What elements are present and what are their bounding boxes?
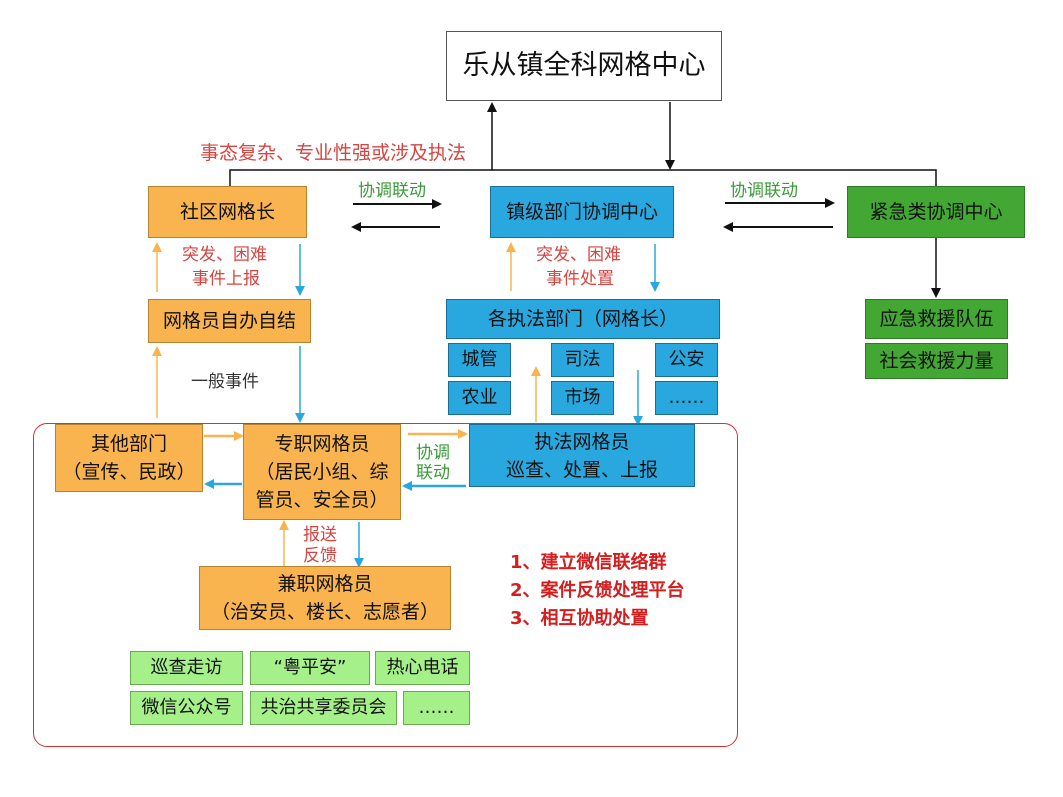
channel-cell: 微信公众号 xyxy=(130,691,243,725)
law-depts-label: 各执法部门（网格长） xyxy=(487,308,678,330)
label-coordinate-mid-1: 协调 xyxy=(416,443,450,463)
community-grid-leader-label: 社区网格长 xyxy=(179,201,275,223)
dept-cell: 农业 xyxy=(448,381,511,415)
social-rescue-label: 社会救援力量 xyxy=(879,350,994,372)
channel-label: 共治共享委员会 xyxy=(260,697,387,718)
label-coordinate-mid-2: 联动 xyxy=(416,463,450,483)
dept-cell-label: 市场 xyxy=(564,387,601,408)
dept-cell: 城管 xyxy=(448,343,511,377)
measure-item: 2、案件反馈处理平台 xyxy=(510,580,685,601)
channel-label: “粤平安” xyxy=(273,657,347,678)
line-to-emergency xyxy=(492,169,937,186)
other-dept-title: 其他部门 xyxy=(90,433,167,455)
other-dept-detail: （宣传、民政） xyxy=(62,461,196,483)
grid-team-region xyxy=(33,423,738,747)
parttime-title: 兼职网格员 xyxy=(277,573,373,595)
parttime-grid-box: 兼职网格员 （治安员、楼长、志愿者） xyxy=(199,566,451,630)
channel-label: 巡查走访 xyxy=(150,657,223,678)
channel-cell: 共治共享委员会 xyxy=(250,691,397,725)
rescue-team-box: 应急救援队伍 xyxy=(865,299,1008,339)
label-report-feedback-2: 反馈 xyxy=(303,546,337,566)
law-grid-box: 执法网格员 巡查、处置、上报 xyxy=(469,424,695,487)
law-grid-detail: 巡查、处置、上报 xyxy=(505,458,658,481)
fulltime-detail-2: 管员、安全员） xyxy=(255,489,389,511)
label-coordinate-right: 协调联动 xyxy=(730,181,798,201)
label-sudden-report-1: 突发、困难 xyxy=(182,245,267,265)
dept-cell-label: 司法 xyxy=(564,349,601,370)
center-title: 乐从镇全科网格中心 xyxy=(462,50,706,81)
dept-cell-label: 农业 xyxy=(461,387,498,408)
parttime-detail: （治安员、楼长、志愿者） xyxy=(210,601,439,623)
label-sudden-handle-1: 突发、困难 xyxy=(536,245,621,265)
channel-label: …… xyxy=(418,697,455,718)
town-dept-center-label: 镇级部门协调中心 xyxy=(505,201,658,223)
label-report-feedback-1: 报送 xyxy=(303,525,337,545)
label-complex: 事态复杂、专业性强或涉及执法 xyxy=(200,142,467,164)
law-depts-box: 各执法部门（网格长） xyxy=(446,299,720,339)
social-rescue-box: 社会救援力量 xyxy=(865,343,1008,379)
channel-cell: 热心电话 xyxy=(375,651,470,685)
channel-label: 热心电话 xyxy=(386,657,459,678)
channel-cell: …… xyxy=(403,691,470,725)
emergency-center-box: 紧急类协调中心 xyxy=(847,186,1025,238)
emergency-center-label: 紧急类协调中心 xyxy=(869,201,1003,223)
line-up-to-center xyxy=(229,102,497,186)
law-grid-title: 执法网格员 xyxy=(534,430,630,453)
grid-self-handle-box: 网格员自办自结 xyxy=(148,299,311,343)
channel-cell: 巡查走访 xyxy=(130,651,243,685)
channel-cell: “粤平安” xyxy=(250,651,370,685)
label-sudden-handle-2: 事件处置 xyxy=(546,269,614,289)
measure-item: 1、建立微信联络群 xyxy=(510,552,667,573)
fulltime-title: 专职网格员 xyxy=(274,433,370,455)
dept-cell: 市场 xyxy=(551,381,614,415)
channel-label: 微信公众号 xyxy=(141,697,232,718)
dept-cell: …… xyxy=(655,381,718,415)
rescue-team-label: 应急救援队伍 xyxy=(879,308,994,330)
label-coordinate-left: 协调联动 xyxy=(358,181,426,201)
town-dept-center-box: 镇级部门协调中心 xyxy=(490,186,674,238)
center-title-box: 乐从镇全科网格中心 xyxy=(446,31,722,101)
other-dept-box: 其他部门 （宣传、民政） xyxy=(55,424,203,492)
label-sudden-report-2: 事件上报 xyxy=(192,269,260,289)
grid-self-handle-label: 网格员自办自结 xyxy=(162,310,296,332)
community-grid-leader-box: 社区网格长 xyxy=(148,186,307,238)
dept-cell-label: …… xyxy=(668,387,705,408)
fulltime-grid-box: 专职网格员 （居民小组、综 管员、安全员） xyxy=(243,424,401,520)
label-general-event: 一般事件 xyxy=(191,372,259,392)
dept-cell-label: 城管 xyxy=(461,349,498,370)
dept-cell-label: 公安 xyxy=(668,349,705,370)
dept-cell: 司法 xyxy=(551,343,614,377)
dept-cell: 公安 xyxy=(655,343,718,377)
fulltime-detail-1: （居民小组、综 xyxy=(255,461,389,483)
measure-item: 3、相互协助处置 xyxy=(510,608,649,629)
